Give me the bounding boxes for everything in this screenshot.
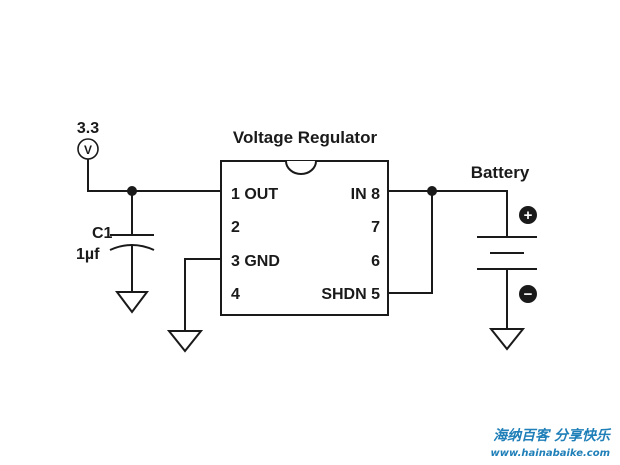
regulator-title: Voltage Regulator: [233, 128, 378, 147]
output-wire: [87, 159, 221, 192]
voltage-source-symbol: V: [84, 143, 92, 157]
watermark-url: www.hainabaike.com: [491, 448, 610, 459]
battery-minus-icon: −: [519, 285, 537, 303]
input-wire: [388, 190, 508, 237]
battery-ground-icon: [488, 328, 526, 351]
battery-label: Battery: [471, 163, 530, 182]
gnd-wire: [184, 258, 221, 331]
capacitor-ref-label: C1: [92, 225, 113, 242]
pin-3-gnd-label: 3 GND: [231, 253, 280, 270]
capacitor-value-label: 1µf: [76, 246, 100, 263]
pin-6-label: 6: [371, 253, 380, 270]
battery-minus-sign: −: [524, 286, 533, 303]
supply-voltage-label: 3.3: [77, 120, 99, 137]
watermark-text: 海纳百客 分享快乐: [493, 427, 612, 444]
pin-2-label: 2: [231, 219, 240, 236]
capacitor-ground-icon: [115, 291, 149, 314]
pin-5-shdn-label: SHDN 5: [321, 286, 380, 303]
battery-plus-icon: +: [519, 206, 537, 224]
ic-ground-icon: [166, 330, 204, 353]
battery-plus-sign: +: [524, 207, 533, 224]
pin-7-label: 7: [371, 219, 380, 236]
pin-4-label: 4: [231, 286, 240, 303]
battery-icon: [477, 236, 537, 329]
pin-1-out-label: 1 OUT: [231, 186, 278, 203]
regulator-ic: [220, 160, 389, 316]
pin-8-in-label: IN 8: [351, 186, 380, 203]
shdn-wire: [388, 191, 433, 294]
capacitor-c1-icon: [109, 191, 155, 292]
voltage-source-icon: V: [77, 138, 99, 160]
ic-notch: [285, 160, 317, 175]
